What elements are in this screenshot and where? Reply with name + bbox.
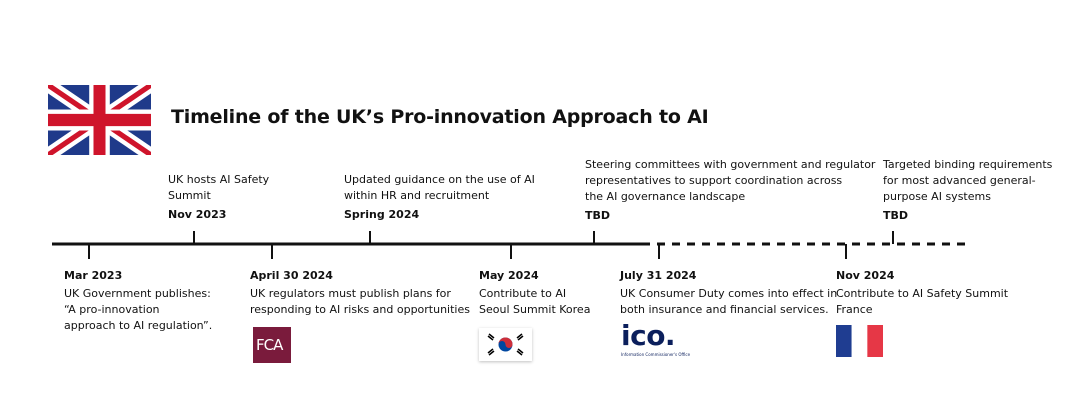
ico-logo: ico. Information Commissioner's Office	[621, 319, 691, 358]
event-jul-2024: July 31 2024 UK Consumer Duty comes into…	[620, 268, 837, 318]
page-title: Timeline of the UK’s Pro-innovation Appr…	[171, 106, 709, 128]
event-desc: Contribute to AI Safety Summit France	[836, 287, 1009, 316]
event-date: April 30 2024	[250, 269, 333, 282]
event-desc: UK Consumer Duty comes into effect in bo…	[620, 287, 838, 316]
event-mar-2023: Mar 2023 UK Government publishes: “A pro…	[64, 268, 212, 334]
event-date: Nov 2023	[168, 208, 227, 221]
event-date: TBD	[883, 209, 909, 222]
event-date: July 31 2024	[620, 269, 697, 282]
ico-logo-subtitle: Information Commissioner's Office	[621, 352, 691, 357]
ico-logo-text: ico.	[621, 319, 676, 352]
event-spring-2024: Updated guidance on the use of AI within…	[344, 172, 535, 223]
event-desc: Targeted binding requirements for most a…	[883, 158, 1053, 203]
event-desc: UK Government publishes: “A pro-innovati…	[64, 287, 213, 332]
event-desc: Steering committees with government and …	[585, 158, 876, 203]
event-tbd-steering: Steering committees with government and …	[585, 157, 875, 224]
event-date: TBD	[585, 209, 611, 222]
event-apr-2024: April 30 2024 UK regulators must publish…	[250, 268, 470, 318]
south-korea-flag-icon	[479, 328, 532, 361]
event-date: Nov 2024	[836, 269, 895, 282]
fca-logo-text: FCA	[256, 336, 283, 354]
event-nov-2023: UK hosts AI Safety Summit Nov 2023	[168, 172, 269, 223]
event-date: Mar 2023	[64, 269, 123, 282]
event-desc: UK hosts AI Safety Summit	[168, 173, 270, 202]
event-desc: Updated guidance on the use of AI within…	[344, 173, 535, 202]
event-nov-2024: Nov 2024 Contribute to AI Safety Summit …	[836, 268, 1008, 318]
event-desc: UK regulators must publish plans for res…	[250, 287, 470, 316]
event-date: May 2024	[479, 269, 539, 282]
event-may-2024: May 2024 Contribute to AI Seoul Summit K…	[479, 268, 590, 318]
event-date: Spring 2024	[344, 208, 420, 221]
uk-flag-icon	[48, 85, 151, 155]
event-desc: Contribute to AI Seoul Summit Korea	[479, 287, 591, 316]
event-tbd-binding: Targeted binding requirements for most a…	[883, 157, 1052, 224]
france-flag-icon	[836, 325, 883, 357]
fca-logo: FCA	[253, 327, 291, 363]
